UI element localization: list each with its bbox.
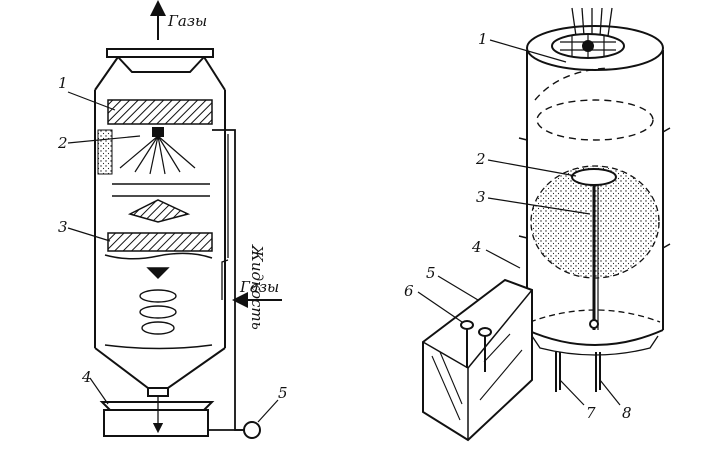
spray-cone bbox=[119, 135, 196, 175]
marker-r4: 4 bbox=[471, 238, 482, 256]
inlet-duct bbox=[422, 278, 533, 442]
cyclone-scrubber-right bbox=[417, 7, 671, 442]
top-flange bbox=[106, 48, 214, 58]
deflector bbox=[127, 199, 191, 223]
marker-5: 5 bbox=[278, 384, 288, 402]
top-neck bbox=[117, 56, 205, 73]
spiral-packing-top bbox=[107, 99, 213, 125]
marker-3: 3 bbox=[58, 218, 68, 236]
marker-r5: 5 bbox=[426, 264, 436, 282]
marker-r7: 7 bbox=[586, 404, 596, 422]
cylinder-bottom bbox=[526, 329, 664, 346]
gas-inlet-label: Газы bbox=[239, 278, 279, 296]
nozzle-6 bbox=[460, 320, 474, 330]
nozzle-5 bbox=[478, 327, 492, 337]
rotor-disc bbox=[571, 168, 617, 186]
marker-r2: 2 bbox=[475, 150, 486, 168]
marker-4: 4 bbox=[81, 368, 92, 386]
drain-tank bbox=[99, 401, 215, 411]
marker-r1: 1 bbox=[478, 30, 488, 48]
gas-outlet-label: Газы bbox=[167, 12, 207, 30]
liquid-label: Жидкость bbox=[248, 244, 266, 330]
cylinder-top bbox=[526, 25, 664, 71]
marker-1: 1 bbox=[58, 74, 68, 92]
gas-swirl bbox=[139, 267, 177, 335]
marker-r6: 6 bbox=[404, 282, 414, 300]
right-markers: 1 2 3 4 5 6 7 8 bbox=[404, 30, 632, 422]
left-markers: 1 2 3 4 5 bbox=[57, 74, 288, 402]
marker-r3: 3 bbox=[476, 188, 486, 206]
bottom-cone bbox=[94, 347, 226, 389]
pump bbox=[243, 421, 261, 439]
marker-r8: 8 bbox=[622, 404, 632, 422]
spiral-packing-middle bbox=[107, 232, 213, 252]
level-gauge bbox=[97, 129, 113, 175]
scrubber-tower-left bbox=[67, 0, 282, 439]
spray-nozzle bbox=[152, 127, 164, 137]
marker-2: 2 bbox=[57, 134, 68, 152]
tower-shell bbox=[94, 56, 226, 348]
